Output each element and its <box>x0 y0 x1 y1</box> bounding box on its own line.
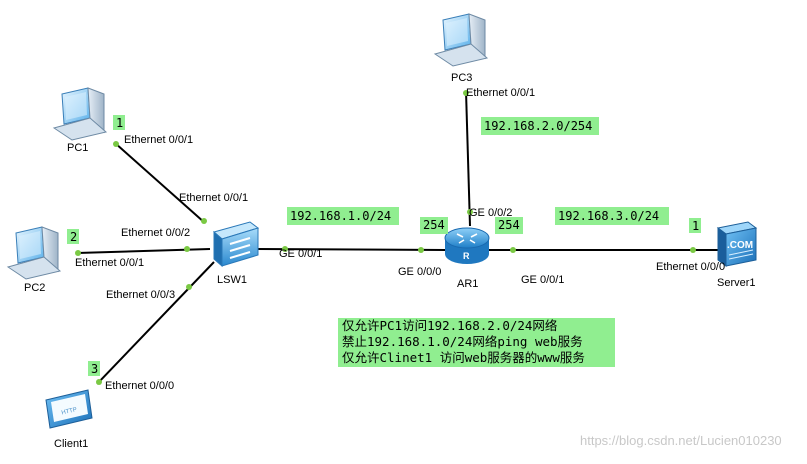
ar1-name: AR1 <box>457 278 478 290</box>
pc3-port-label: Ethernet 0/0/1 <box>466 87 535 99</box>
port-dots <box>75 90 696 385</box>
ar1-if-right-label: 254 <box>498 218 520 232</box>
ar1-port-pc3-label: GE 0/0/2 <box>469 207 512 219</box>
server-screen-text: .COM <box>727 240 753 251</box>
port-dot <box>282 246 288 252</box>
server-tag: 1 <box>692 219 699 233</box>
pc1-device[interactable] <box>52 87 108 141</box>
ar1-device[interactable]: R <box>444 227 490 264</box>
lsw1-port-pc2-label: Ethernet 0/0/2 <box>121 227 190 239</box>
requirement-line-1: 仅允许PC1访问192.168.2.0/24网络 <box>342 318 558 333</box>
requirement-line-2: 禁止192.168.1.0/24网络ping web服务 <box>342 334 583 349</box>
port-dot <box>184 246 190 252</box>
port-dot <box>467 209 473 215</box>
switch-icon <box>212 221 260 268</box>
net2-box <box>481 117 599 135</box>
watermark: https://blog.csdn.net/Lucien010230 <box>580 433 782 448</box>
client-tag: 3 <box>91 362 98 376</box>
pc1-tag-box <box>113 115 125 130</box>
net1-box <box>287 207 399 225</box>
ar1-if-left-label: 254 <box>423 218 445 232</box>
client1-device[interactable]: HTTP <box>45 389 93 429</box>
pc2-tag-box <box>67 229 79 244</box>
pc-icon <box>6 226 62 280</box>
pc2-device[interactable] <box>6 226 62 280</box>
pc-icon <box>52 87 108 141</box>
server1-port-label: Ethernet 0/0/0 <box>656 261 725 273</box>
port-dot <box>96 379 102 385</box>
server-icon: .COM <box>716 221 758 267</box>
port-dot <box>418 247 424 253</box>
links <box>76 90 722 385</box>
ar1-port-lsw1-label: GE 0/0/0 <box>398 266 441 278</box>
port-dot <box>463 90 469 96</box>
network-1-label: 192.168.1.0/24 <box>290 209 391 223</box>
lsw1-port-pc1-label: Ethernet 0/0/1 <box>179 192 248 204</box>
highlight-boxes <box>67 115 701 376</box>
client-screen-text: HTTP <box>61 407 78 416</box>
server-tag-box <box>689 218 701 233</box>
net3-box <box>555 207 669 225</box>
lsw1-device[interactable] <box>212 221 260 268</box>
requirements-note <box>338 318 615 367</box>
link-pc1-lsw1 <box>114 142 206 224</box>
client1-name: Client1 <box>54 438 88 450</box>
ar1-if-right-box <box>495 217 523 234</box>
pc1-tag: 1 <box>116 116 123 130</box>
port-dot <box>113 141 119 147</box>
port-dot <box>690 247 696 253</box>
client1-port-label: Ethernet 0/0/0 <box>105 380 174 392</box>
pc2-port-label: Ethernet 0/0/1 <box>75 257 144 269</box>
pc1-port-label: Ethernet 0/0/1 <box>124 134 193 146</box>
requirement-line-3: 仅允许Clinet1 访问web服务器的www服务 <box>342 350 585 365</box>
network-2-label: 192.168.2.0/254 <box>484 119 592 133</box>
client-tag-box <box>88 361 100 376</box>
lsw1-port-client-label: Ethernet 0/0/3 <box>106 289 175 301</box>
port-dot <box>75 250 81 256</box>
link-lsw1-ar1 <box>256 248 446 251</box>
network-3-label: 192.168.3.0/24 <box>558 209 659 223</box>
port-dot <box>186 284 192 290</box>
pc3-device[interactable] <box>433 13 489 67</box>
link-client1-lsw1 <box>96 261 215 385</box>
http-client-icon: HTTP <box>45 389 93 429</box>
pc1-name: PC1 <box>67 142 88 154</box>
server1-name: Server1 <box>717 277 756 289</box>
link-pc2-lsw1 <box>76 248 211 254</box>
port-dot <box>201 218 207 224</box>
pc-icon <box>433 13 489 67</box>
port-dot <box>510 247 516 253</box>
router-mark: R <box>463 251 470 261</box>
lsw1-name: LSW1 <box>217 274 247 286</box>
pc2-tag: 2 <box>70 230 77 244</box>
ar1-if-left-box <box>420 217 448 234</box>
ar1-port-server-label: GE 0/0/1 <box>521 274 564 286</box>
pc2-name: PC2 <box>24 282 45 294</box>
pc3-name: PC3 <box>451 72 472 84</box>
router-icon: R <box>444 227 490 264</box>
link-ar1-pc3 <box>465 90 471 227</box>
server1-device[interactable]: .COM <box>716 221 758 267</box>
lsw1-port-ar1-label: GE 0/0/1 <box>279 248 322 260</box>
